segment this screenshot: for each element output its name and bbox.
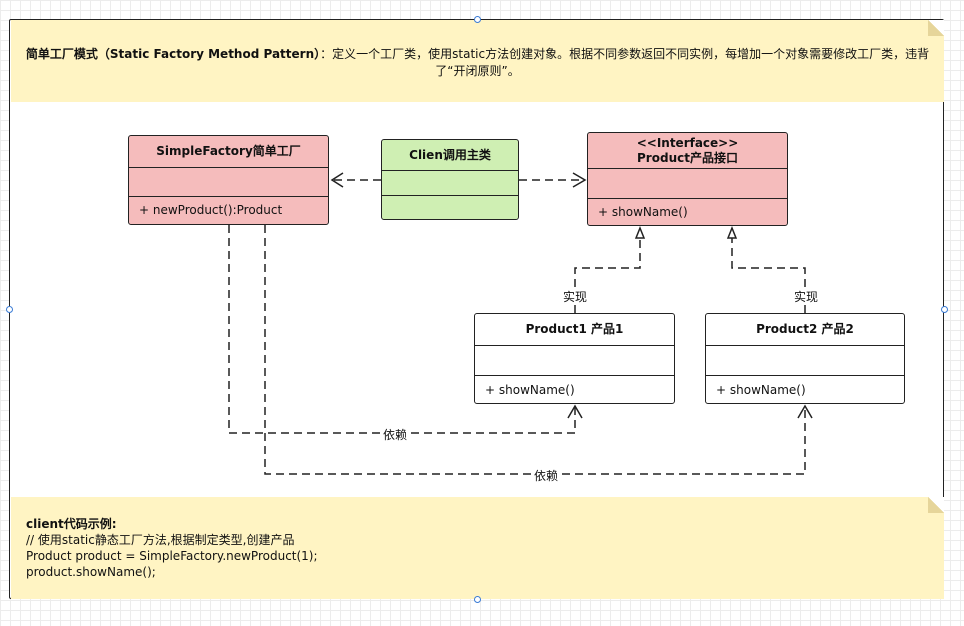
class-product1[interactable]: Product1 产品1 + showName() [474,313,675,404]
interface-stereotype: <<Interface>> [636,135,739,150]
code-line: // 使用static静态工厂方法,根据制定类型,创建产品 [26,533,295,547]
class-name: Clien调用主类 [382,140,518,171]
dependency-factory-product2 [264,225,806,475]
arrowhead-open [567,404,583,419]
class-attributes [129,168,328,197]
code-title: client代码示例: [26,517,117,531]
class-name: Product1 产品1 [475,314,674,346]
class-name: Product2 产品2 [706,314,904,346]
realization-product1 [574,238,641,313]
class-simple-factory[interactable]: SimpleFactory简单工厂 + newProduct():Product [128,135,329,225]
arrowhead-open [797,404,813,419]
class-attributes [706,346,904,376]
top-note-title: 简单工厂模式（Static Factory Method Pattern） [25,47,321,61]
arrowhead-triangle [634,225,646,239]
resize-handle[interactable] [474,16,481,23]
interface-product[interactable]: <<Interface>> Product产品接口 + showName() [587,132,788,226]
resize-handle[interactable] [6,306,13,313]
class-attributes [588,169,787,199]
note-fold-corner [928,497,944,513]
class-product2[interactable]: Product2 产品2 + showName() [705,313,905,404]
top-note-text: 简单工厂模式（Static Factory Method Pattern）：定义… [25,46,930,80]
resize-handle[interactable] [941,306,948,313]
class-attributes [382,171,518,196]
arrowhead-open [572,172,587,188]
class-operation: + newProduct():Product [139,203,283,217]
code-line: product.showName(); [26,565,156,579]
arrowhead-triangle [726,225,738,239]
class-name: Product产品接口 [637,150,738,165]
realize-label: 实现 [562,290,589,304]
class-operations [382,196,518,218]
depend-label: 依赖 [533,469,560,483]
class-operation: + showName() [598,205,688,219]
realization-product2 [731,238,806,313]
interface-header: <<Interface>> Product产品接口 [588,133,787,169]
resize-handle[interactable] [474,596,481,603]
top-note-body: ：定义一个工厂类，使用static方法创建对象。根据不同参数返回不同实例，每增加… [320,47,930,78]
class-operation: + showName() [485,382,575,397]
bottom-note: client代码示例: // 使用static静态工厂方法,根据制定类型,创建产品… [11,497,944,599]
realize-label: 实现 [793,290,820,304]
arrowhead-open [330,172,344,188]
class-operation: + showName() [716,382,806,397]
class-name: SimpleFactory简单工厂 [129,136,328,168]
class-client[interactable]: Clien调用主类 [381,139,519,220]
note-fold-corner [928,20,944,36]
code-line: Product product = SimpleFactory.newProdu… [26,549,318,563]
class-attributes [475,346,674,376]
client-code-example: client代码示例: // 使用static静态工厂方法,根据制定类型,创建产品… [26,516,318,580]
depend-label: 依赖 [382,428,409,442]
top-note: 简单工厂模式（Static Factory Method Pattern）：定义… [11,20,944,102]
